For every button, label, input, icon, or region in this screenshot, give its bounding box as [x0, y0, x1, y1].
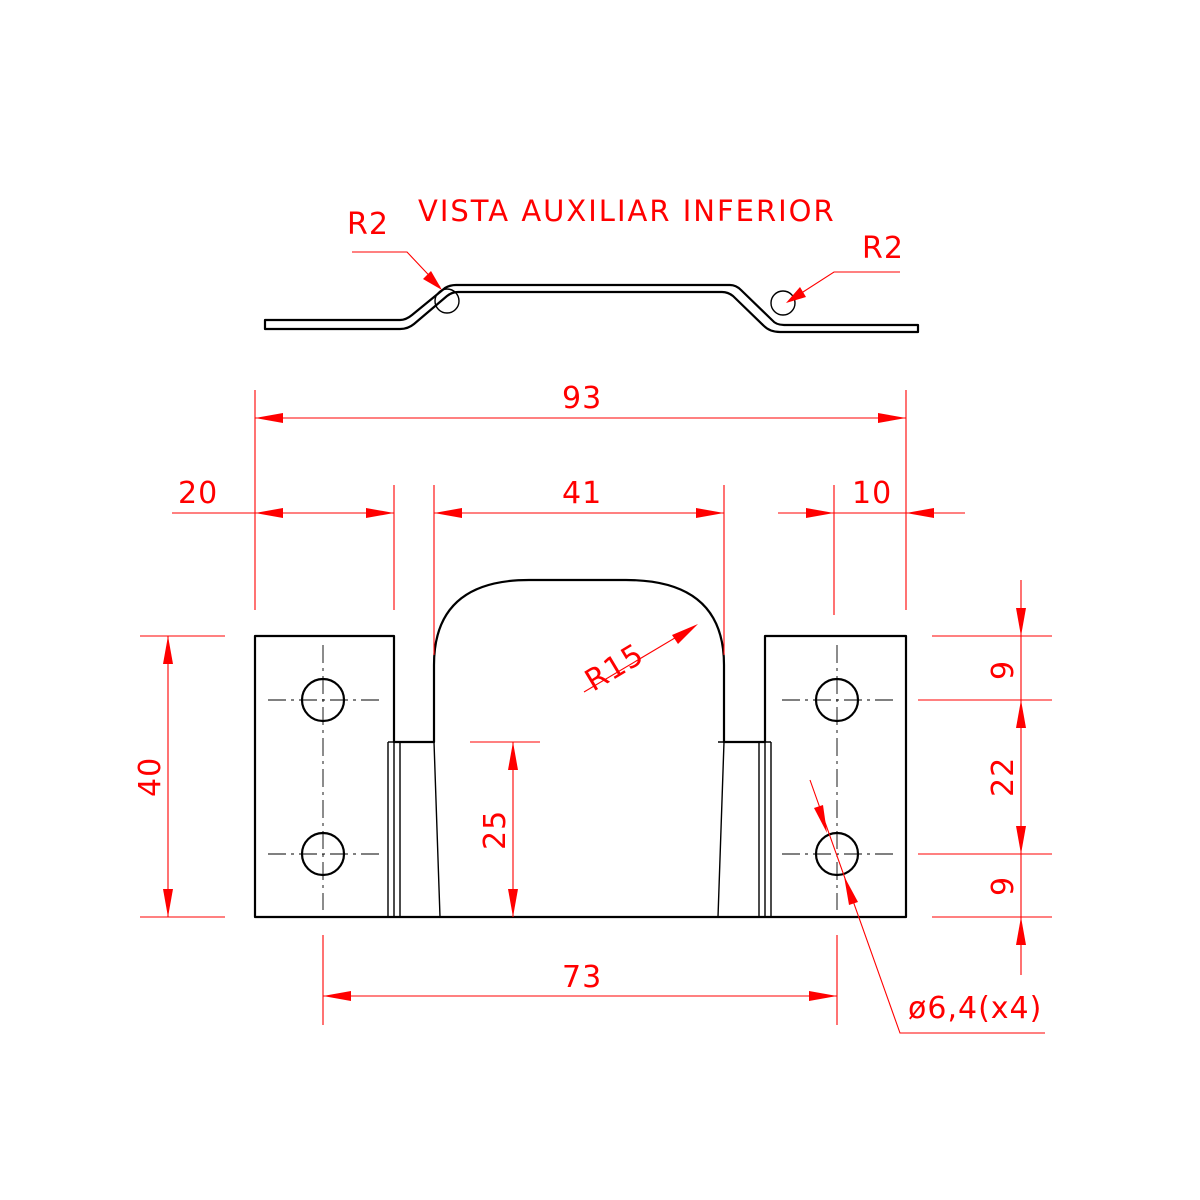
r2-left-label: R2	[347, 207, 389, 242]
dim-20-arrow-right	[366, 508, 394, 518]
dim-20-arrow-left	[255, 508, 283, 518]
main-view	[253, 578, 908, 919]
left-band	[387, 741, 441, 918]
hole-diameter-arrow-lower	[844, 876, 858, 905]
r2-left-leader	[352, 251, 441, 288]
auxiliary-view-title: VISTA AUXILIAR INFERIOR	[418, 194, 836, 228]
dim-22-label: 22	[986, 757, 1021, 797]
dim-73-arrow-right	[809, 991, 837, 1001]
dim-20-label: 20	[178, 476, 218, 511]
dim-41-label: 41	[562, 476, 602, 511]
dim-22-arrow-bottom	[1016, 826, 1026, 854]
dim-25-label: 25	[478, 810, 513, 850]
bend-radius-circle-right	[770, 290, 796, 316]
hole-diameter-arrow-upper	[814, 805, 827, 833]
hole-diameter-label: ø6,4(x4)	[908, 991, 1042, 1026]
dim-40-arrow-bottom	[163, 889, 173, 917]
dim-10-arrow-left	[806, 508, 834, 518]
dim-25-arrow-bottom	[508, 889, 518, 917]
bend-radius-circle-left	[434, 288, 460, 314]
auxiliary-view: VISTA AUXILIAR INFERIOR R2 R2	[263, 194, 920, 334]
r2-right-leader	[788, 271, 900, 302]
right-band	[717, 741, 772, 918]
dim-73-arrow-left	[323, 991, 351, 1001]
auxiliary-profile	[263, 283, 920, 334]
dim-10-arrow-right	[906, 508, 934, 518]
dim-73-label: 73	[562, 960, 602, 995]
dim-25-arrow-top	[508, 742, 518, 770]
r2-left-arrow	[423, 271, 442, 290]
dim-9bottom-arrow-bottom	[1016, 917, 1026, 945]
r2-right-arrow	[786, 287, 806, 303]
dim-40-arrow-top	[163, 636, 173, 664]
dim-40-label: 40	[133, 757, 168, 797]
r15-label: R15	[579, 637, 650, 699]
dim-10-label: 10	[852, 476, 892, 511]
dim-22-arrow-top	[1016, 700, 1026, 728]
hole-diameter-leader	[809, 779, 1045, 1034]
dim-93-arrow-right	[878, 413, 906, 423]
dim-93-label: 93	[562, 381, 602, 416]
dim-9top-arrow-top	[1016, 608, 1026, 636]
dim-9-top-label: 9	[986, 660, 1021, 680]
dimensions: 93 20 41 10 40 R15 25	[133, 381, 1052, 1034]
dim-41-arrow-right	[696, 508, 724, 518]
dim-93-arrow-left	[255, 413, 283, 423]
dim-41-arrow-left	[434, 508, 462, 518]
dim-9-bottom-label: 9	[986, 876, 1021, 896]
part-outline	[253, 578, 908, 919]
r2-right-label: R2	[862, 231, 904, 266]
r15-arrow	[672, 624, 698, 644]
